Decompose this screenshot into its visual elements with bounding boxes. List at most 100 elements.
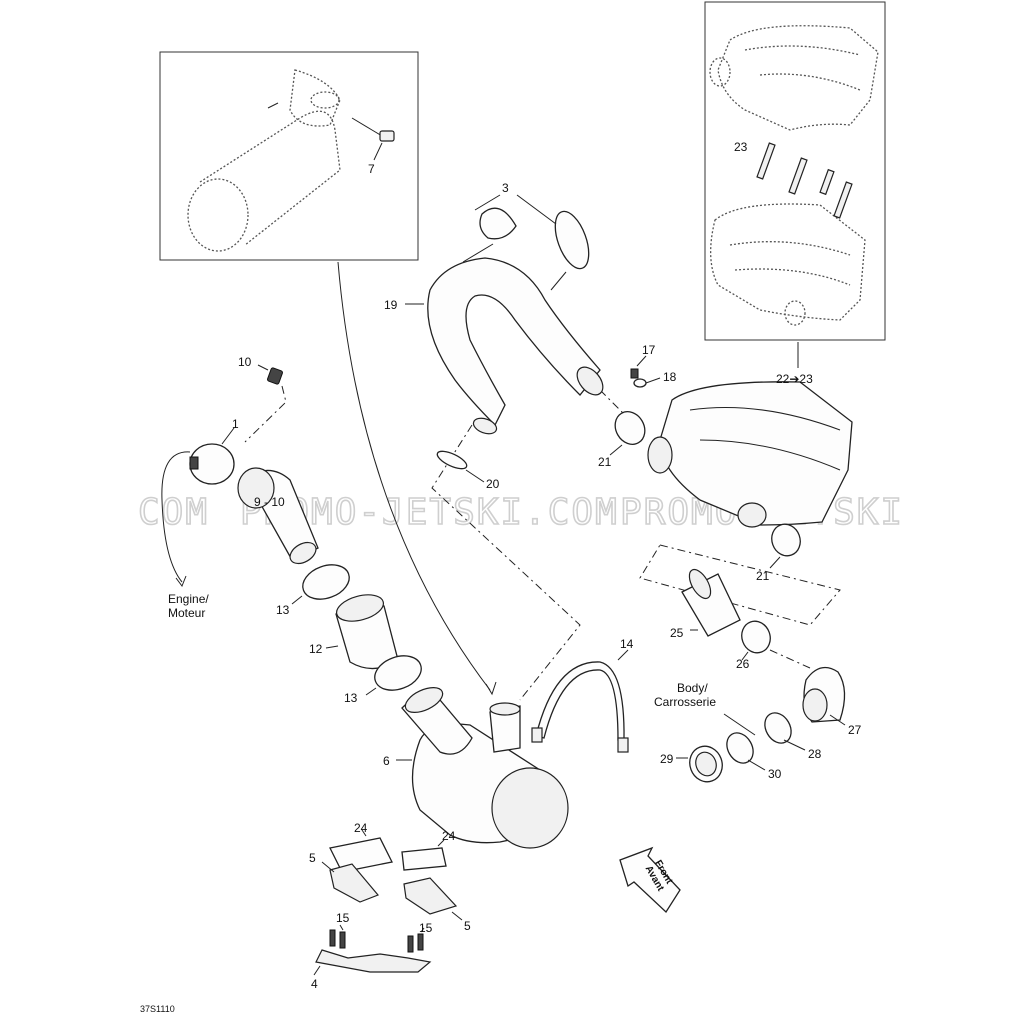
leader-28 <box>783 739 806 751</box>
outlet-parts-27-30: 27 28 30 29 Body/ Carrosserie <box>654 666 862 783</box>
resonator-outlet <box>737 502 767 528</box>
strap-14-clip-left <box>531 727 543 743</box>
label-5a: 5 <box>309 851 316 865</box>
label-9-10: 9 - 10 <box>254 495 285 509</box>
inset-arrow-tip <box>485 681 497 696</box>
label-4: 4 <box>311 977 318 991</box>
label-28: 28 <box>808 747 822 761</box>
label-15b: 15 <box>419 921 433 935</box>
strap-14-clip-right <box>617 737 629 753</box>
leader-3-arrow-r <box>550 271 567 291</box>
label-21a: 21 <box>598 455 612 469</box>
inset-resonator-detail: 23 <box>704 1 886 341</box>
label-3: 3 <box>502 181 509 195</box>
washer-18 <box>633 378 647 388</box>
hose-25-end <box>688 568 712 600</box>
drawing-code: 37S1110 <box>140 1004 175 1014</box>
leader-17 <box>636 355 647 367</box>
pipe-19-body <box>427 257 601 427</box>
seal-strip-4 <box>833 181 853 219</box>
route-box-25 <box>639 544 841 626</box>
leader-15a <box>339 924 344 931</box>
watermark-left: COM <box>138 492 209 533</box>
leader-13b <box>365 687 377 696</box>
leader-3-arrow-l <box>462 243 494 263</box>
body-leader <box>723 713 756 736</box>
muffler-6-outlet-mouth <box>489 702 521 716</box>
label-24b: 24 <box>442 829 456 843</box>
inset-lower-ribs <box>729 241 851 286</box>
clamps-21: 21 21 <box>598 411 801 583</box>
leader-26 <box>741 651 749 661</box>
seal-28 <box>764 712 792 744</box>
leader-24b <box>437 839 445 847</box>
pipe-9-10-end <box>289 541 317 565</box>
gasket-3-left <box>479 207 517 240</box>
pad-24-right <box>401 847 447 871</box>
mounting-parts: 24 24 5 5 4 15 15 <box>309 821 471 991</box>
inset-seals-23 <box>756 142 853 219</box>
label-30: 30 <box>768 767 782 781</box>
leader-3b <box>516 194 557 225</box>
elbow-27-flange <box>802 688 828 722</box>
label-24a: 24 <box>354 821 368 835</box>
pipe-19-end-b <box>472 417 498 435</box>
inset-upper-ribs <box>744 45 861 91</box>
inset-muffler-outlet <box>310 91 340 109</box>
leader-5b <box>451 911 463 921</box>
gasket-3-right <box>554 210 590 270</box>
label-14: 14 <box>620 637 634 651</box>
strap-14-band <box>535 661 625 741</box>
clamp-26 <box>741 620 771 654</box>
engine-arrow-tip <box>175 575 187 588</box>
resonator-inlet <box>647 436 673 474</box>
bolt-17 <box>630 368 639 379</box>
label-10: 10 <box>238 355 252 369</box>
inset-box-resonator <box>704 1 886 341</box>
clamp-13-upper <box>302 564 350 600</box>
leader-18 <box>645 377 661 384</box>
clamp-20: 20 <box>436 450 500 491</box>
inset-sensor-7 <box>379 130 395 142</box>
clamp-13-lower <box>374 655 422 691</box>
inset-muffler-detail: 7 <box>159 51 419 261</box>
front-direction-arrow: Front Avant <box>619 846 681 914</box>
leader-4 <box>313 965 321 976</box>
label-7: 7 <box>368 162 375 176</box>
label-13b: 13 <box>344 691 358 705</box>
seal-strip-3 <box>819 168 835 196</box>
leader-7 <box>373 142 383 161</box>
label-21b: 21 <box>756 569 770 583</box>
clamp-21-lower <box>771 523 801 557</box>
leader-15b <box>420 927 425 933</box>
label-5b: 5 <box>464 919 471 933</box>
hose-25-clamp-26: 25 26 <box>670 568 771 671</box>
resonator-box-body <box>659 381 853 526</box>
muffler-6-end <box>491 767 569 849</box>
leader-30 <box>747 759 766 771</box>
seal-30 <box>726 732 754 764</box>
seal-strip-1 <box>756 142 776 180</box>
inset-lower-port <box>784 300 806 326</box>
pipe-19-end-a <box>576 366 604 396</box>
clamp-21-upper <box>614 411 646 445</box>
resonator-box-22: 22➔23 <box>647 372 853 528</box>
clamp-20-ring <box>436 450 468 470</box>
strap-14: 14 <box>531 637 634 753</box>
plate-4 <box>315 949 432 973</box>
screw-15-b <box>339 931 346 949</box>
inset-fitting <box>267 102 279 109</box>
leader-21a <box>609 444 623 456</box>
ring-29-inner <box>695 751 717 777</box>
route-line-21 <box>599 389 631 421</box>
inset-sensor-wire <box>351 117 383 137</box>
label-20: 20 <box>486 477 500 491</box>
leader-13a <box>291 595 303 605</box>
seal-strip-2 <box>788 157 808 195</box>
leader-12 <box>325 645 339 649</box>
front-arrow-shape <box>619 846 681 914</box>
muffler-6-inlet-mouth <box>404 687 444 713</box>
label-17: 17 <box>642 343 656 357</box>
sleeve-12-top <box>336 594 384 622</box>
